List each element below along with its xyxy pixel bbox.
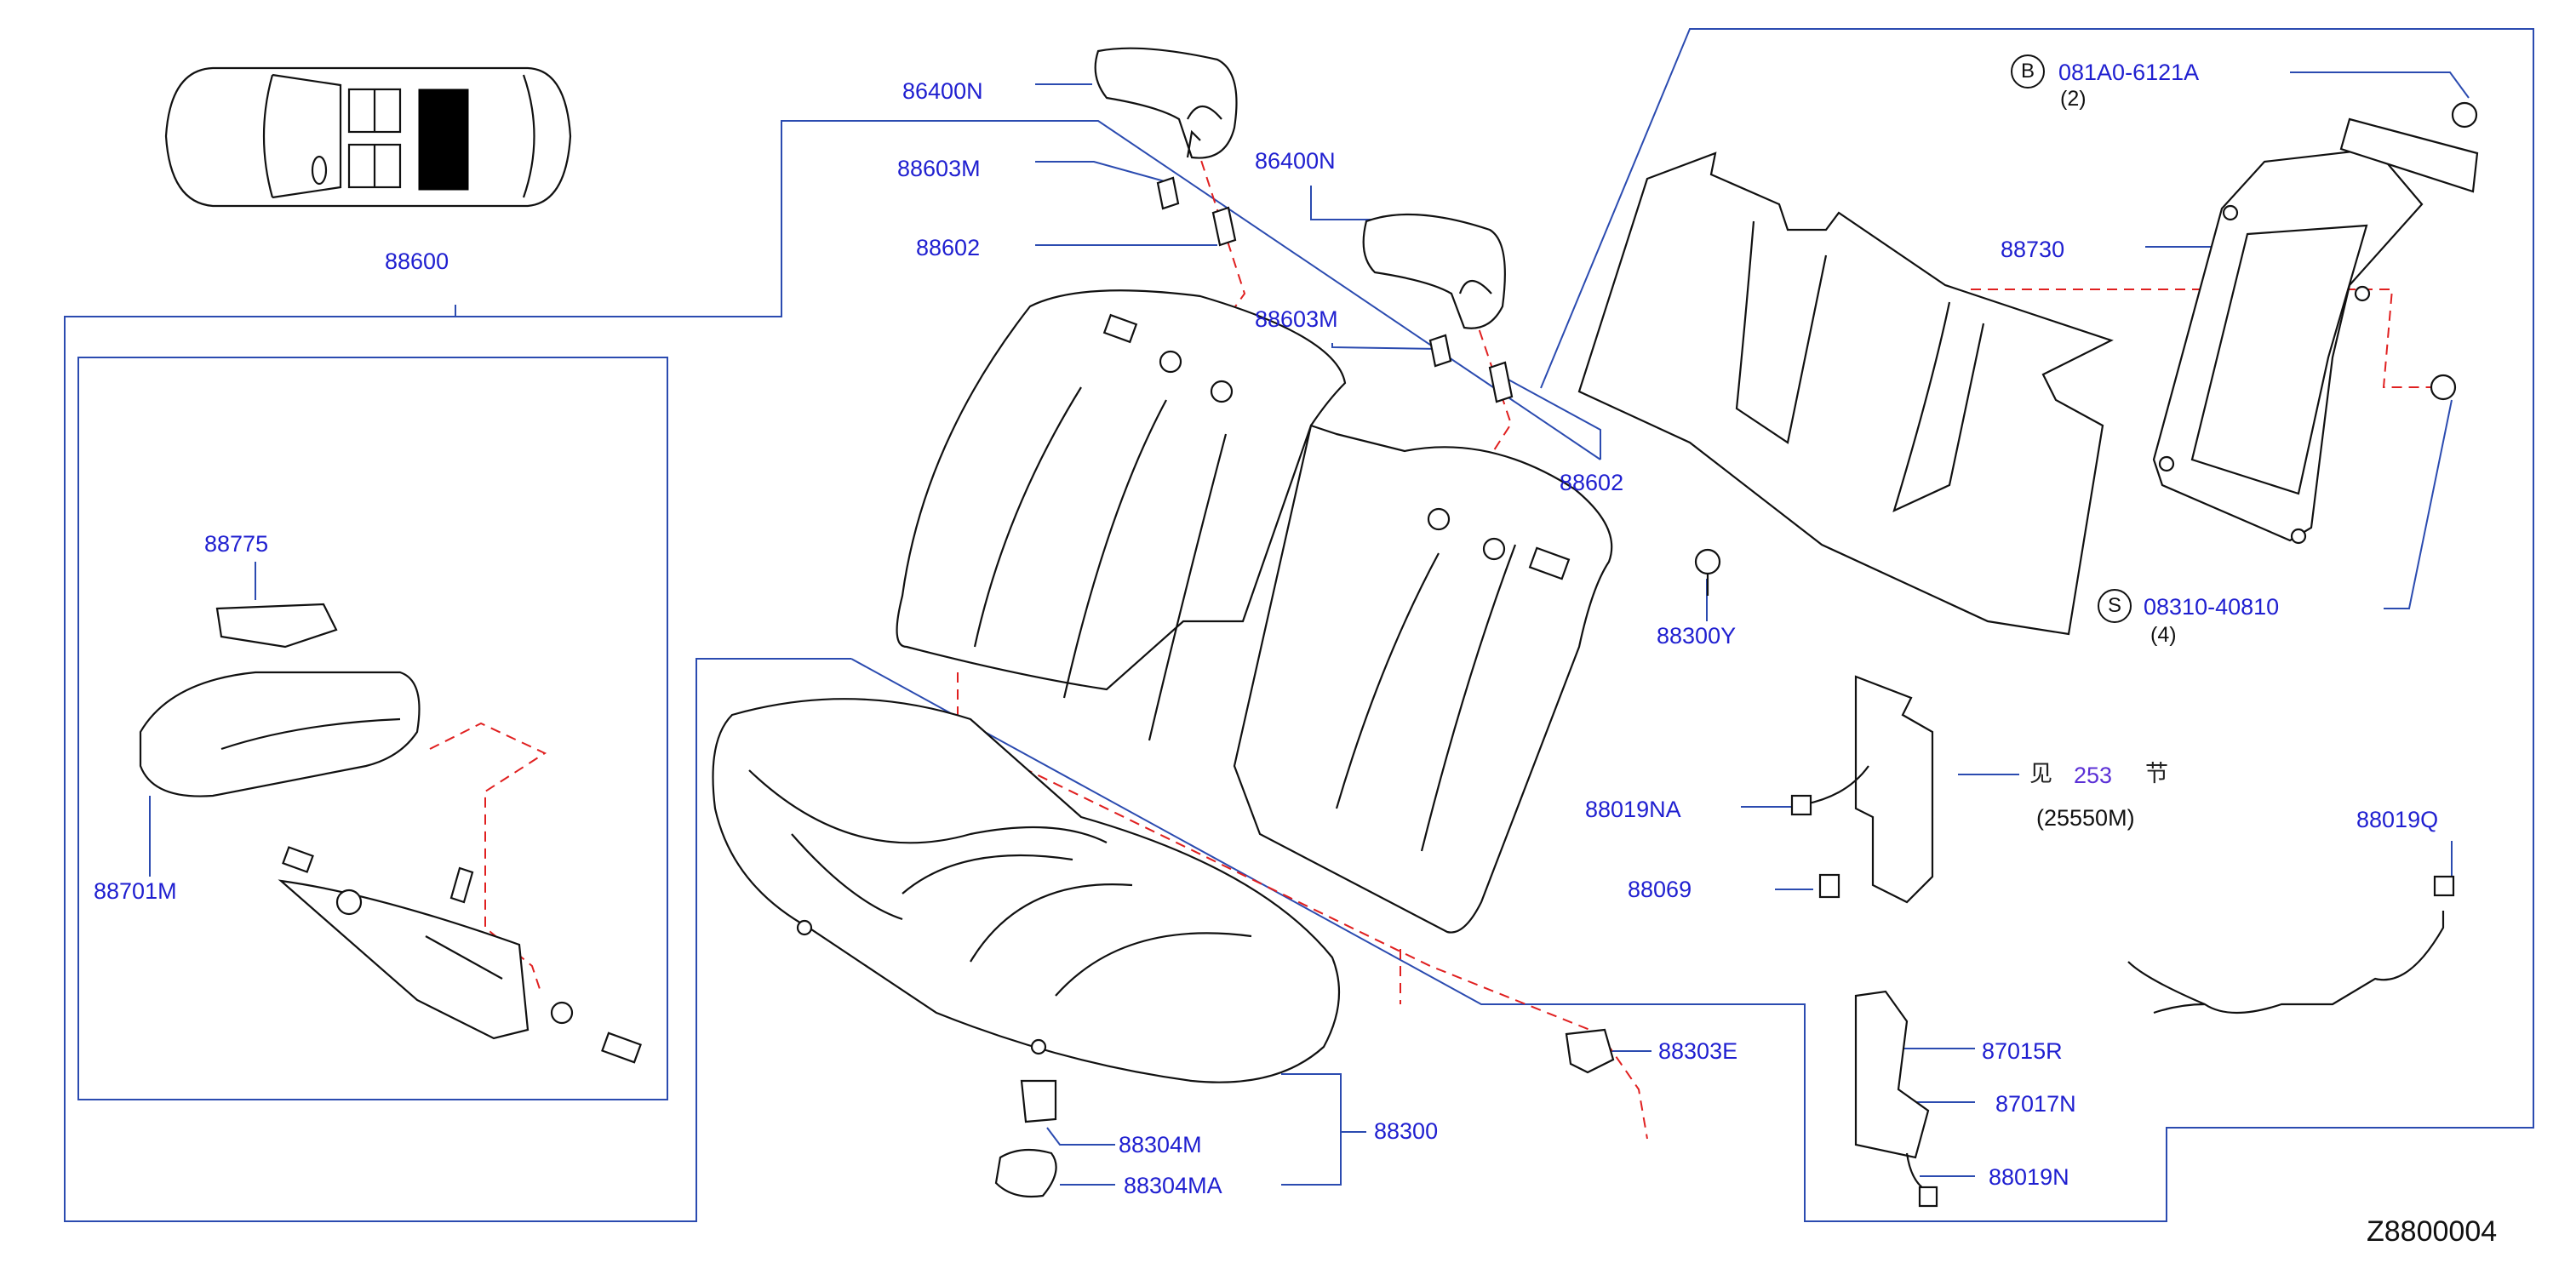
label-bolt-b-qty: (2) bbox=[2060, 87, 2087, 111]
label-88600: 88600 bbox=[385, 249, 449, 274]
seat-cushion-icon bbox=[712, 698, 1341, 1083]
headrest-right-icon bbox=[1362, 213, 1514, 403]
car-locator-icon bbox=[164, 66, 572, 208]
label-bolt-b: 081A0-6121A bbox=[2058, 60, 2200, 85]
label-88775: 88775 bbox=[204, 531, 269, 557]
label-88602-left: 88602 bbox=[916, 235, 981, 260]
label-88300Y: 88300Y bbox=[1657, 623, 1737, 649]
label-88069: 88069 bbox=[1628, 877, 1692, 902]
label-88603M-left: 88603M bbox=[897, 156, 981, 181]
label-87017N: 87017N bbox=[1995, 1091, 2076, 1117]
b-symbol-icon: B bbox=[2011, 54, 2045, 89]
ref-page-link[interactable]: 253 bbox=[2074, 763, 2113, 788]
armrest-group-icon bbox=[139, 603, 642, 1064]
label-88300: 88300 bbox=[1374, 1118, 1439, 1144]
headrest-left-icon bbox=[1094, 47, 1238, 247]
label-88701M: 88701M bbox=[94, 878, 177, 904]
ref-code: (25550M) bbox=[2036, 805, 2135, 831]
label-88019N: 88019N bbox=[1989, 1164, 2069, 1190]
ref-prefix: 见 bbox=[2029, 761, 2052, 787]
label-87015R: 87015R bbox=[1982, 1038, 2063, 1064]
label-88603M-right: 88603M bbox=[1255, 306, 1338, 332]
ref-suffix: 节 bbox=[2145, 761, 2168, 787]
label-88304M: 88304M bbox=[1119, 1132, 1202, 1157]
label-88304MA: 88304MA bbox=[1124, 1173, 1222, 1198]
s-symbol-icon: S bbox=[2098, 589, 2132, 623]
label-88730: 88730 bbox=[2001, 237, 2065, 262]
harness-clips-icon bbox=[994, 675, 2455, 1208]
frame-bracket-icon bbox=[2152, 101, 2479, 545]
label-88019NA: 88019NA bbox=[1585, 797, 1681, 822]
label-bolt-s-qty: (4) bbox=[2150, 623, 2177, 647]
seat-back-icon bbox=[896, 289, 1613, 934]
label-88019Q: 88019Q bbox=[2356, 807, 2439, 832]
label-88303E: 88303E bbox=[1658, 1038, 1738, 1064]
seatback-board-icon bbox=[1577, 151, 2114, 636]
label-88602-right: 88602 bbox=[1560, 470, 1624, 495]
diagram-code: Z8800004 bbox=[2367, 1215, 2498, 1248]
label-bolt-s: 08310-40810 bbox=[2144, 594, 2280, 620]
leader-lines bbox=[64, 28, 2534, 1222]
label-86400N-right: 86400N bbox=[1255, 148, 1336, 174]
label-86400N-left: 86400N bbox=[902, 78, 983, 104]
